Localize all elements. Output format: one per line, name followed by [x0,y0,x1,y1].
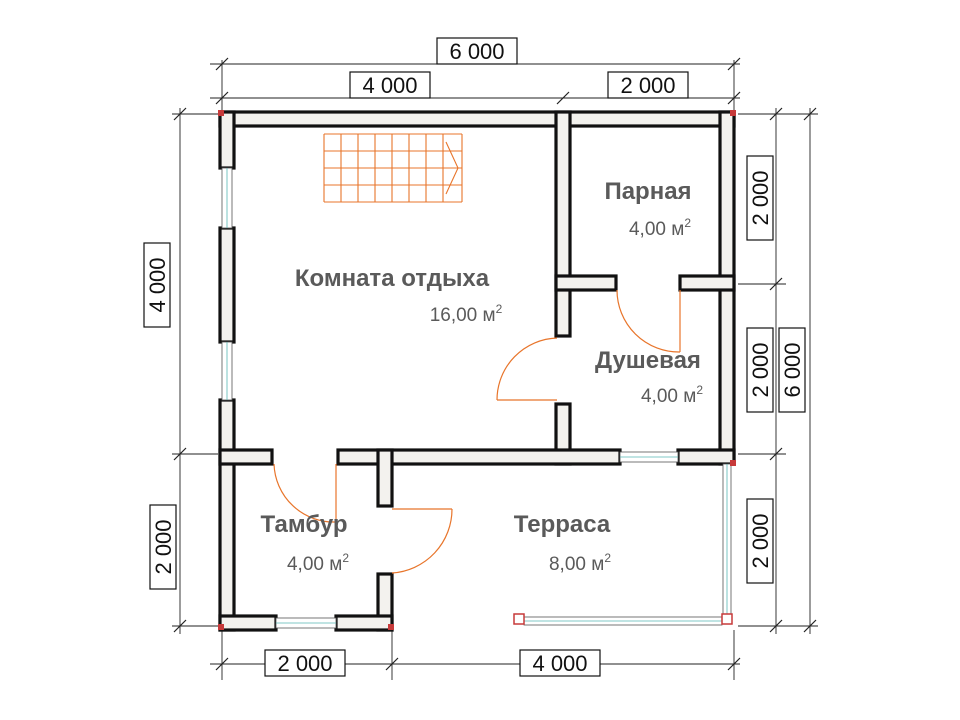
terrace-railing-bottom [523,616,723,626]
dim-top-left: 4 000 [349,71,431,99]
dim-bottom-right-text: 4 000 [532,651,587,676]
window-left-upper [221,167,233,229]
wall-mid-3 [676,448,736,466]
dim-left-lower: 2 000 [149,504,177,590]
corner-markers [218,110,736,630]
room-vestibule-area: 4,00 м2 [287,551,349,575]
room-rest-room-area: 16,00 м2 [430,302,503,326]
wall-partition-upper [554,110,572,338]
windows [221,167,732,629]
window-vestibule [275,617,337,629]
dim-top-left-text: 4 000 [362,73,417,98]
window-left-lower [221,341,233,401]
door-vestibule-terrace [391,508,453,574]
room-steam-room-name: Парная [604,178,691,205]
dim-right-lower: 2 000 [746,498,774,584]
room-rest-room-name: Комната отдыха [295,265,490,292]
dim-right-upper: 2 000 [746,155,774,241]
dim-right-upper-text: 2 000 [748,170,773,225]
wall-bottom-2 [334,614,394,632]
wall-vestibule-1 [376,448,394,508]
door-vestibule-rest [273,463,337,523]
wall-steam-1 [554,274,618,292]
dim-left-upper-text: 4 000 [145,257,170,312]
room-steam-room: Парная 4,00 м2 [604,178,691,240]
wall-mid-1 [218,448,274,466]
dim-right-middle-text: 2 000 [748,342,773,397]
wall-left-1 [218,110,236,170]
window-shower [619,451,679,463]
dim-left-upper: 4 000 [143,242,171,328]
room-shower: Душевая 4,00 м2 [595,347,703,407]
wall-left-3 [218,398,236,632]
doors [273,289,681,574]
dim-top-right-text: 2 000 [620,73,675,98]
room-shower-area: 4,00 м2 [641,383,703,407]
dimension-lines [172,57,818,680]
room-terrace-name: Терраса [514,511,611,538]
dim-right-middle: 2 000 [746,327,774,413]
door-steam-room [616,289,681,353]
room-vestibule-name: Тамбур [260,511,347,538]
dim-right-total-text: 6 000 [780,342,805,397]
dim-top-total-text: 6 000 [449,39,504,64]
dim-top-total: 6 000 [436,37,518,65]
room-terrace-area: 8,00 м2 [549,551,611,575]
room-steam-room-area: 4,00 м2 [629,216,691,240]
dim-bottom-left: 2 000 [264,649,346,677]
dim-bottom-right: 4 000 [519,649,601,677]
wall-steam-2 [678,274,736,292]
room-shower-name: Душевая [595,347,701,374]
dim-bottom-left-text: 2 000 [277,651,332,676]
wall-bottom-1 [218,614,278,632]
dim-right-lower-text: 2 000 [748,513,773,568]
terrace-railing-right [722,463,732,621]
dim-top-right: 2 000 [607,71,689,99]
terrace-post-right [721,613,733,625]
room-terrace: Терраса 8,00 м2 [514,511,612,575]
door-rest-shower [496,337,558,401]
dim-left-lower-text: 2 000 [151,519,176,574]
terrace-post-left [513,613,525,625]
wall-top [218,110,736,128]
room-rest-room: Комната отдыха 16,00 м2 [295,265,503,326]
staircase-icon [323,133,463,203]
wall-left-2 [218,226,236,344]
dim-right-total: 6 000 [778,327,806,413]
room-vestibule: Тамбур 4,00 м2 [260,511,349,575]
